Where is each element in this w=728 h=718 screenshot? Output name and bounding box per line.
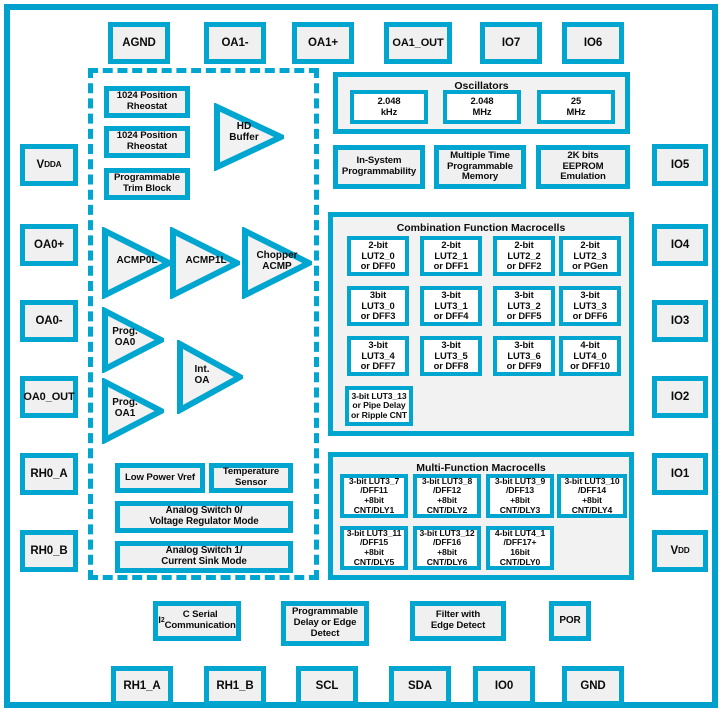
- pin-oa1-out[interactable]: OA1_OUT: [384, 22, 452, 64]
- pin-scl[interactable]: SCL: [296, 666, 358, 706]
- device-outline: [4, 4, 718, 708]
- triangle-shape: [214, 103, 284, 171]
- amplifier-acmp0l[interactable]: ACMP0L: [100, 227, 172, 299]
- pin-io2[interactable]: IO2: [652, 376, 708, 418]
- pin-rh1-a[interactable]: RH1_A: [111, 666, 173, 706]
- pin-oa0-out[interactable]: OA0_OUT: [20, 376, 78, 418]
- triangle-shape: [102, 307, 164, 373]
- pin-gnd[interactable]: GND: [562, 666, 624, 706]
- pin-io0[interactable]: IO0: [473, 666, 535, 706]
- triangle-shape: [102, 227, 172, 299]
- amplifier-label: ACMP0L: [116, 255, 158, 266]
- pin-io5[interactable]: IO5: [652, 144, 708, 186]
- multi-macrocells-title: Multi-Function Macrocells: [416, 462, 546, 474]
- triangle-shape: [102, 378, 164, 444]
- amplifier-int-oa[interactable]: Int.OA: [175, 340, 243, 414]
- amplifier-label: Prog.OA1: [112, 397, 138, 419]
- block-analog-switch-1[interactable]: Analog Switch 1/Current Sink Mode: [115, 541, 293, 573]
- amplifier-label: Prog.OA0: [112, 326, 138, 348]
- amplifier-prog-oa0[interactable]: Prog.OA0: [100, 307, 164, 373]
- pin-oa1-plus[interactable]: OA1+: [292, 22, 354, 64]
- pin-oa0-minus[interactable]: OA0-: [20, 300, 78, 342]
- triangle-shape: [242, 227, 312, 299]
- pin-io6[interactable]: IO6: [562, 22, 624, 64]
- pin-io1[interactable]: IO1: [652, 453, 708, 495]
- block-low-power-vref[interactable]: Low Power Vref: [115, 463, 205, 493]
- pin-oa1-minus[interactable]: OA1-: [204, 22, 266, 64]
- pin-rh0-a[interactable]: RH0_A: [20, 453, 78, 495]
- pin-io3[interactable]: IO3: [652, 300, 708, 342]
- pin-rh0-b[interactable]: RH0_B: [20, 530, 78, 572]
- pin-sda[interactable]: SDA: [389, 666, 451, 706]
- triangle-shape: [177, 340, 243, 414]
- amplifier-label: Int.OA: [194, 364, 210, 386]
- block-por[interactable]: POR: [549, 601, 591, 641]
- pin-rh1-b[interactable]: RH1_B: [204, 666, 266, 706]
- triangle-shape: [170, 227, 240, 299]
- pin-io7[interactable]: IO7: [480, 22, 542, 64]
- pin-io4[interactable]: IO4: [652, 224, 708, 266]
- pin-oa0-plus[interactable]: OA0+: [20, 224, 78, 266]
- pin-agnd[interactable]: AGND: [108, 22, 170, 64]
- amplifier-label: ACMP1L: [185, 255, 227, 266]
- block-analog-switch-0[interactable]: Analog Switch 0/Voltage Regulator Mode: [115, 501, 293, 533]
- analog-section-boundary: [88, 68, 319, 580]
- amplifier-prog-oa1[interactable]: Prog.OA1: [100, 378, 164, 444]
- oscillators-title: Oscillators: [454, 80, 509, 92]
- combination-macrocells-title: Combination Function Macrocells: [396, 222, 566, 234]
- amplifier-acmp1l[interactable]: ACMP1L: [168, 227, 240, 299]
